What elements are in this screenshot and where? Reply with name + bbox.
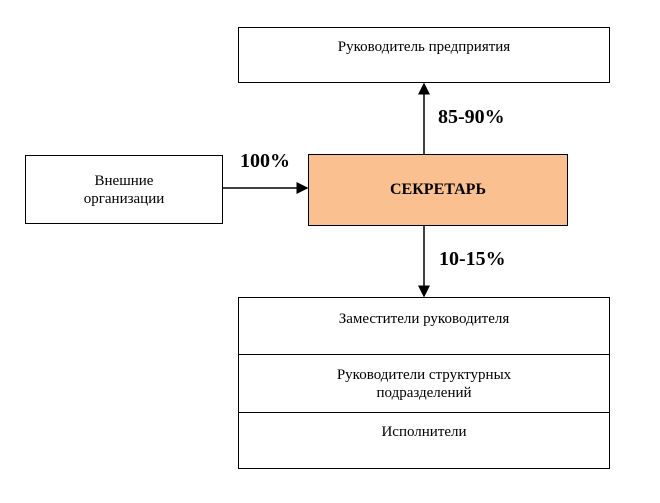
edge-label-10-15: 10-15% [439,248,506,270]
node-subordinates: Заместители руководителя Руководители ст… [238,297,610,469]
node-external-label: Внешние организации [83,172,165,207]
node-external-organizations: Внешние организации [25,155,223,224]
node-director-label: Руководитель предприятия [337,39,511,55]
subordinate-department-heads: Руководители структурных подразделений [239,355,609,413]
subordinate-department-heads-label: Руководители структурных подразделений [336,366,512,401]
edge-label-100: 100% [240,150,290,172]
subordinate-executors-label: Исполнители [381,424,467,440]
edge-label-85-90: 85-90% [438,106,505,128]
subordinate-executors: Исполнители [239,413,609,468]
node-secretary: СЕКРЕТАРЬ [308,154,568,226]
subordinate-deputies: Заместители руководителя [239,298,609,355]
subordinate-deputies-label: Заместители руководителя [338,311,510,327]
node-secretary-label: СЕКРЕТАРЬ [389,181,487,198]
node-director: Руководитель предприятия [238,27,610,83]
